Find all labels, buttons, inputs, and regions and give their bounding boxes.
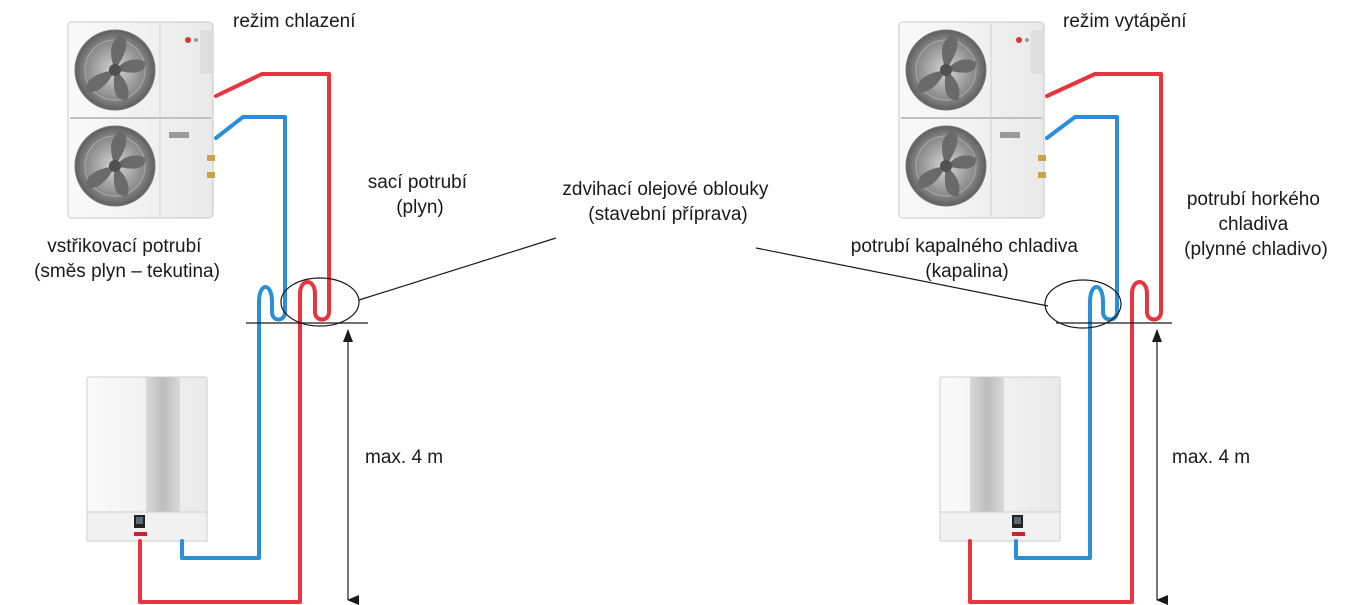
leader-line-left (358, 237, 557, 301)
fan-icon (905, 125, 987, 207)
fan-icon (74, 125, 156, 207)
oil-bend-marker (1044, 279, 1122, 329)
outdoor-heat-pump-unit-icon (67, 21, 215, 219)
left-height-label: max. 4 m (365, 447, 443, 468)
leader-line-right (755, 247, 1049, 307)
right-liquid-label: potrubí kapalného chladiva (kapalina) (851, 236, 1083, 282)
injection-pipe (180, 115, 287, 560)
fan-icon (905, 29, 987, 111)
left-mode-label: režim chlazení (233, 11, 356, 32)
hot-gas-pipe (968, 72, 1163, 604)
right-hotgas-label: potrubí horkého chladiva (plynné chladiv… (1184, 189, 1328, 260)
right-mode-label: režim vytápění (1063, 11, 1187, 32)
indoor-wall-unit-icon (939, 376, 1061, 542)
left-scene (67, 21, 368, 605)
oil-bend-marker (280, 277, 360, 327)
indoor-wall-unit-icon (86, 376, 208, 542)
double-arrow-icon (1152, 329, 1162, 342)
left-suction-label: sací potrubí (plyn) (368, 172, 473, 218)
right-height-label: max. 4 m (1172, 447, 1250, 468)
double-arrow-icon (343, 329, 353, 342)
right-scene (898, 21, 1172, 605)
left-injection-label: vstřikovací potrubí (směs plyn – tekutin… (34, 236, 220, 282)
oil-bends-label: zdvihací olejové oblouky (stavební přípr… (562, 179, 773, 225)
fan-icon (74, 29, 156, 111)
outdoor-heat-pump-unit-icon (898, 21, 1046, 219)
liquid-pipe (1014, 115, 1119, 560)
suction-gas-pipe (138, 72, 331, 604)
